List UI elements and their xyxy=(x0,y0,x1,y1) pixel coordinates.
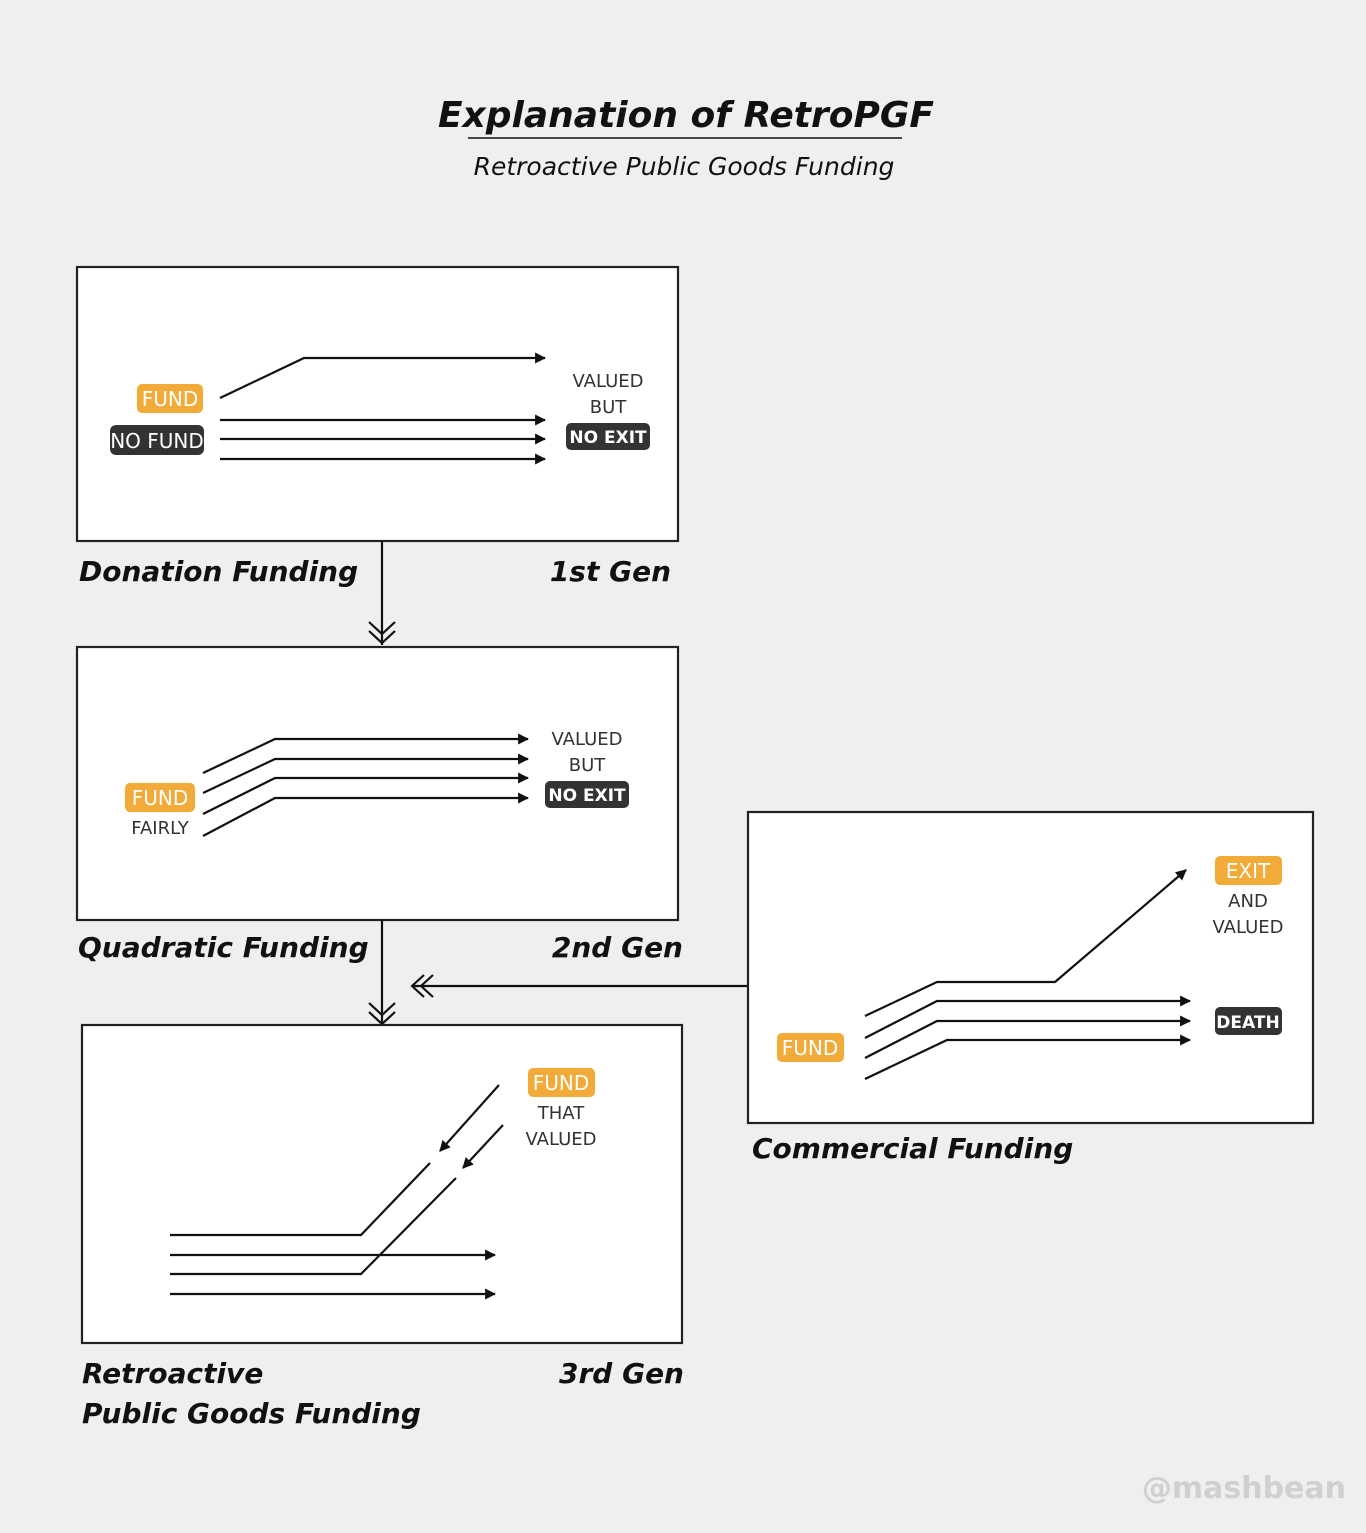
fund-tag-label: FUND xyxy=(132,786,189,810)
commercial-funding-panel: EXIT AND VALUED DEATH FUND Commercial Fu… xyxy=(746,810,1315,1165)
donation-funding-caption: Donation Funding xyxy=(79,555,358,588)
retro-note-line2: VALUED xyxy=(525,1129,596,1150)
exit-tag: EXIT xyxy=(1215,856,1282,885)
fund-tag: FUND xyxy=(125,783,195,812)
diagram-subtitle: Retroactive Public Goods Funding xyxy=(474,152,895,181)
donation-flow-lines xyxy=(219,352,547,465)
commercial-flow-lines xyxy=(864,869,1192,1080)
no-fund-tag-bg xyxy=(110,425,204,455)
quadratic-note-line1: VALUED xyxy=(551,729,622,750)
no-fund-tag-label: NO FUND xyxy=(110,429,204,453)
quadratic-funding-panel: FUND FAIRLY VALUED BUT NO EXIT Quadratic… xyxy=(75,645,683,964)
quadratic-flow-lines xyxy=(202,733,530,837)
quadratic-funded-path xyxy=(202,772,530,815)
fairly-label: FAIRLY xyxy=(131,818,189,839)
retro-caption-line1: Retroactive xyxy=(82,1357,263,1390)
no-exit-tag-label: NO EXIT xyxy=(548,786,626,806)
double-chevron-left-icon xyxy=(410,974,434,998)
connector-commercial-to-retro xyxy=(410,974,748,998)
retro-fund-arrow xyxy=(462,1124,504,1169)
retro-project-path xyxy=(170,1162,431,1237)
retro-caption-line2: Public Goods Funding xyxy=(82,1397,421,1430)
commercial-funding-caption: Commercial Funding xyxy=(752,1132,1073,1165)
fund-tag-bg xyxy=(137,384,203,413)
commercial-death-path xyxy=(864,1015,1192,1059)
connector-quadratic-to-retro xyxy=(368,920,396,1026)
connector-donation-to-quadratic xyxy=(368,541,396,645)
commercial-death-path xyxy=(864,1034,1192,1080)
fund-tag-bg xyxy=(777,1033,844,1062)
quadratic-funded-path xyxy=(202,792,530,837)
fund-tag: FUND xyxy=(137,384,203,413)
fund-tag-label: FUND xyxy=(142,387,199,411)
commercial-note-line2: VALUED xyxy=(1212,917,1283,938)
gen-3-label: 3rd Gen xyxy=(559,1357,684,1390)
no-exit-tag-bg xyxy=(566,423,650,450)
quadratic-funding-caption: Quadratic Funding xyxy=(78,931,369,964)
no-exit-tag-bg xyxy=(545,781,629,808)
fund-tag-label: FUND xyxy=(533,1071,590,1095)
donation-funding-panel: FUND NO FUND VALUED BUT NO EXIT Donation… xyxy=(75,265,680,588)
death-tag-bg xyxy=(1215,1007,1282,1035)
retro-flow-lines xyxy=(170,1084,504,1300)
retro-note-line1: THAT xyxy=(537,1103,585,1124)
retro-funding-panel: FUND THAT VALUED Retroactive Public Good… xyxy=(80,1023,684,1430)
commercial-note-line1: AND xyxy=(1228,891,1268,912)
death-tag: DEATH xyxy=(1215,1007,1282,1035)
quadratic-funded-path xyxy=(202,733,530,774)
no-exit-tag: NO EXIT xyxy=(545,781,629,808)
quadratic-note-line2: BUT xyxy=(569,755,607,776)
exit-tag-bg xyxy=(1215,856,1282,885)
retro-fund-arrow xyxy=(439,1084,500,1152)
donation-note-line1: VALUED xyxy=(572,371,643,392)
gen-1-label: 1st Gen xyxy=(550,555,671,588)
death-tag-label: DEATH xyxy=(1216,1013,1279,1033)
donation-note-line2: BUT xyxy=(590,397,628,418)
exit-tag-label: EXIT xyxy=(1226,859,1271,883)
donation-funded-path xyxy=(219,352,547,399)
gen-2-label: 2nd Gen xyxy=(552,931,683,964)
no-exit-tag-label: NO EXIT xyxy=(569,428,647,448)
quadratic-funded-path xyxy=(202,753,530,794)
no-exit-tag: NO EXIT xyxy=(566,423,650,450)
commercial-exit-path xyxy=(864,869,1187,1017)
commercial-death-path xyxy=(864,995,1192,1039)
watermark: @mashbean xyxy=(1142,1471,1346,1506)
fund-tag-label: FUND xyxy=(782,1036,839,1060)
fund-tag-bg xyxy=(125,783,195,812)
no-fund-tag: NO FUND xyxy=(110,425,204,455)
fund-tag-bg xyxy=(528,1068,595,1097)
fund-tag: FUND xyxy=(777,1033,844,1062)
double-chevron-down-icon xyxy=(368,621,396,645)
retro-project-path xyxy=(170,1177,457,1276)
diagram-title: Explanation of RetroPGF xyxy=(438,95,934,136)
fund-tag: FUND xyxy=(528,1068,595,1097)
